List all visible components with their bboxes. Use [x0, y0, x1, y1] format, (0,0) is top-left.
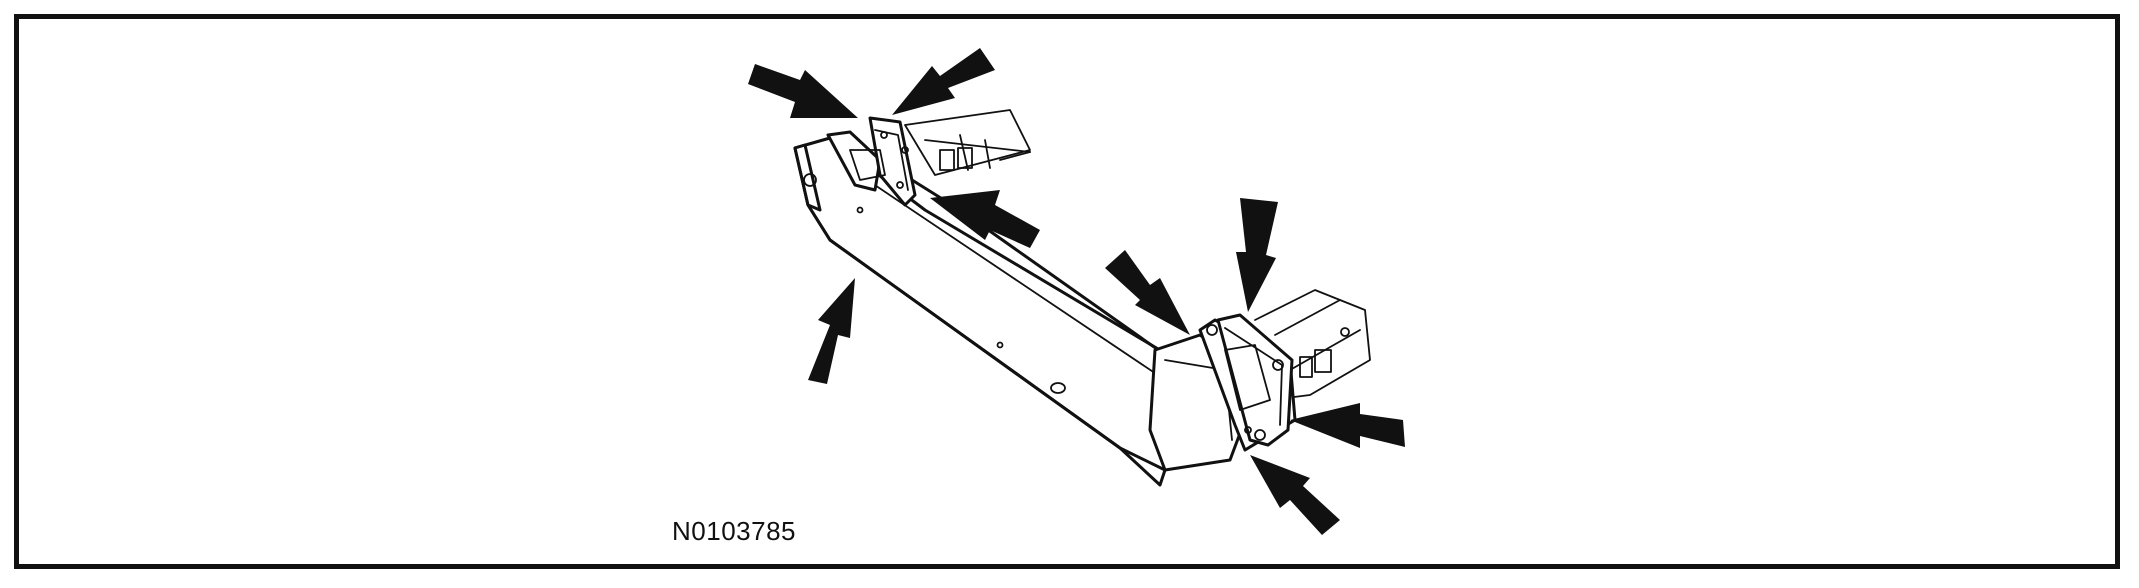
right-frame-rail	[1254, 289, 1371, 401]
right-mounting-bracket	[1198, 313, 1297, 452]
figure-id-label: N0103785	[672, 516, 796, 546]
left-frame-rail	[904, 109, 1031, 176]
arrow-1	[748, 64, 858, 118]
arrow-8	[1250, 455, 1340, 535]
arrow-7	[1290, 403, 1405, 448]
arrow-2	[892, 48, 995, 115]
arrow-3	[930, 190, 1040, 248]
callout-arrows	[748, 48, 1405, 535]
arrow-6	[1236, 198, 1278, 312]
left-mounting-bracket	[826, 116, 917, 207]
arrow-4	[808, 278, 855, 384]
figure-frame	[14, 14, 2120, 569]
arrow-5	[1105, 250, 1190, 335]
